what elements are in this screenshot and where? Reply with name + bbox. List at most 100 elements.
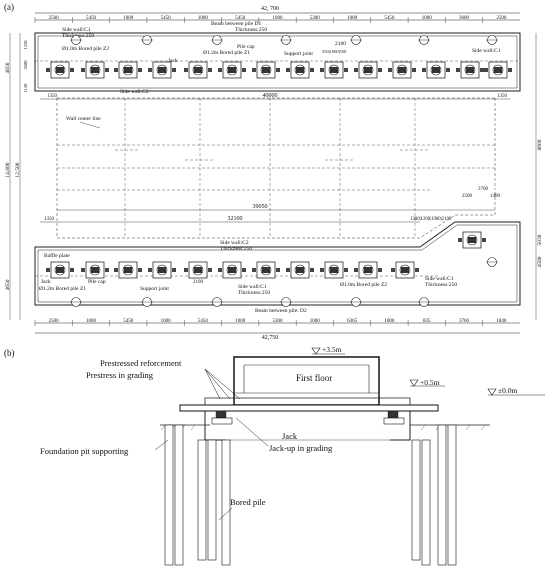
right-dim-8600: 8600: [537, 139, 543, 150]
wall-center-line-label: Wall center line: [66, 116, 101, 122]
top-bored-pile-z1: Ø1.2m Bored pile Z1: [203, 50, 250, 56]
beam-d2-label: Beam between pile: D2: [255, 308, 307, 314]
dim-value: 5450: [384, 16, 395, 21]
top-pile-cap-label: Pile cap: [237, 44, 255, 50]
bottom-overall-dim: 42,750: [262, 335, 279, 341]
dim-value: 3600: [459, 16, 470, 21]
base-slab: [179, 404, 439, 412]
pile-unit: [46, 261, 74, 279]
bored-piles: [197, 439, 431, 566]
top-beam-thickness: Thickness:250: [235, 27, 267, 33]
left-small-2600: 2600: [23, 60, 28, 70]
dim-value: 1000: [198, 16, 209, 21]
pile-unit: [114, 261, 142, 279]
bottom-side-wall-thickness: Thickness:250: [220, 246, 252, 252]
top-bored-pile-z2: Ø1.0m Bored pile Z2: [62, 46, 109, 52]
bottom-side-wall-c1-thickness: Thickness:250: [238, 290, 270, 296]
level-00-marker: [487, 388, 545, 396]
bottom-pile-cap-label: Pile cap: [88, 279, 106, 285]
jackup-grading-label: Jack-up in grading: [269, 443, 333, 453]
bottom-bored-pile-z1: Ø1.2m Bored pile Z1: [39, 286, 86, 292]
dim-value: 1000: [310, 319, 321, 324]
dim-value: 6365: [347, 319, 358, 324]
level-05-marker: [409, 379, 445, 387]
top-side-wall-c2: Side wall:C2: [120, 89, 149, 95]
baffle-plate-label: Baffle plate: [44, 252, 70, 259]
pile-unit: [458, 231, 486, 249]
dim-value: 2500: [49, 319, 60, 324]
beam-d1-label: Beam between pile D1: [211, 21, 261, 27]
jack-label: Jack: [282, 431, 298, 441]
wall-center-line-leader: [79, 121, 101, 129]
dim-value: 5300: [273, 319, 284, 324]
left-dim-4650-bottom: 4650: [5, 279, 11, 290]
top-pile-strip-inner: [37, 35, 518, 89]
bottom-support-joint: Support joint: [140, 286, 169, 292]
bottom-side-wall-c2: Side wall:C2: [220, 240, 249, 246]
pile-unit: [148, 61, 176, 79]
jack-leader: [235, 417, 269, 447]
foundation-pit-label: Foundation pit supporting: [40, 446, 129, 456]
foundation-pit-leader: [154, 439, 169, 451]
bottom-side-wall-c1: Side wall:C1: [238, 284, 267, 290]
pile-unit: [354, 261, 382, 279]
pile-unit: [388, 61, 416, 79]
dim-value: 1000: [123, 16, 134, 21]
prestress-grading-label: Prestress in grading: [86, 370, 154, 380]
pile-unit: [252, 61, 280, 79]
top-support-joint: Support joint: [284, 51, 313, 57]
bottom-bored-pile-z2: Ø1.0m Bored pile Z2: [340, 282, 387, 288]
pile-unit: [456, 61, 484, 79]
panel-a-label: (a): [4, 2, 14, 12]
ground-hatch: [160, 424, 486, 431]
top-pile-row: [46, 61, 512, 79]
pile-unit: [81, 61, 109, 79]
dim-value: 1000: [384, 319, 395, 324]
dim-value: 5450: [123, 319, 134, 324]
pile-unit: [320, 61, 348, 79]
left-jack: [211, 410, 233, 425]
right-wall: [390, 411, 411, 441]
level-35-marker: [311, 347, 345, 355]
level-00-label: ±0.0m: [498, 386, 517, 395]
dim-40000: 40000: [263, 93, 278, 99]
dim-value: 5450: [198, 319, 209, 324]
pile-unit: [184, 61, 212, 79]
dim-3700: 3700: [478, 187, 489, 192]
dim-value: 3760: [459, 319, 470, 324]
pit-support-piles: [164, 424, 457, 566]
dim-value: 2500: [496, 16, 507, 21]
dim-1350-mid: 1350: [44, 217, 55, 222]
pile-unit: [218, 61, 246, 79]
dim-value: 1000: [422, 16, 433, 21]
dim-value: 835: [423, 319, 431, 324]
left-dim-14800: 14,800: [5, 162, 11, 177]
pile-unit: [320, 261, 348, 279]
pile-unit: [391, 261, 419, 279]
first-floor-label: First floor: [296, 373, 332, 383]
dim-value: 1000: [161, 319, 172, 324]
dim-value: 1840: [496, 319, 507, 324]
dim-value: 5450: [161, 16, 172, 21]
level-35-label: +3.5m: [322, 345, 342, 354]
dim-2500: 2500: [462, 194, 473, 199]
bottom-right-side-wall-thickness: Thickness:250: [425, 282, 457, 288]
bottom-jack-label: Jack: [41, 279, 51, 285]
left-dim-12500: 12,500: [15, 162, 21, 177]
dim-value: 1000: [235, 319, 246, 324]
top-pile-strip: [34, 32, 521, 92]
dim-value: 2500: [49, 16, 60, 21]
bottom-segment-dims: 2500 1000 5450 1000 5450 1000 5300 1000 6365 1000…: [34, 319, 507, 326]
dim-39050: 39050: [253, 204, 268, 210]
level-05-label: +0.5m: [420, 378, 440, 387]
dim-value: 5300: [310, 16, 321, 21]
dim-value: 1000: [86, 319, 97, 324]
left-small-1150: 1150: [23, 83, 28, 93]
pile-unit: [148, 261, 176, 279]
pile-unit: [218, 261, 246, 279]
right-dim-5030: 5030: [537, 234, 543, 245]
bottom-pile-strip-inner: [37, 224, 518, 303]
top-right-side-wall-c1: Side wall:C1: [472, 48, 501, 54]
bored-pile-label: Bored pile: [230, 497, 266, 507]
pile-unit: [46, 61, 74, 79]
